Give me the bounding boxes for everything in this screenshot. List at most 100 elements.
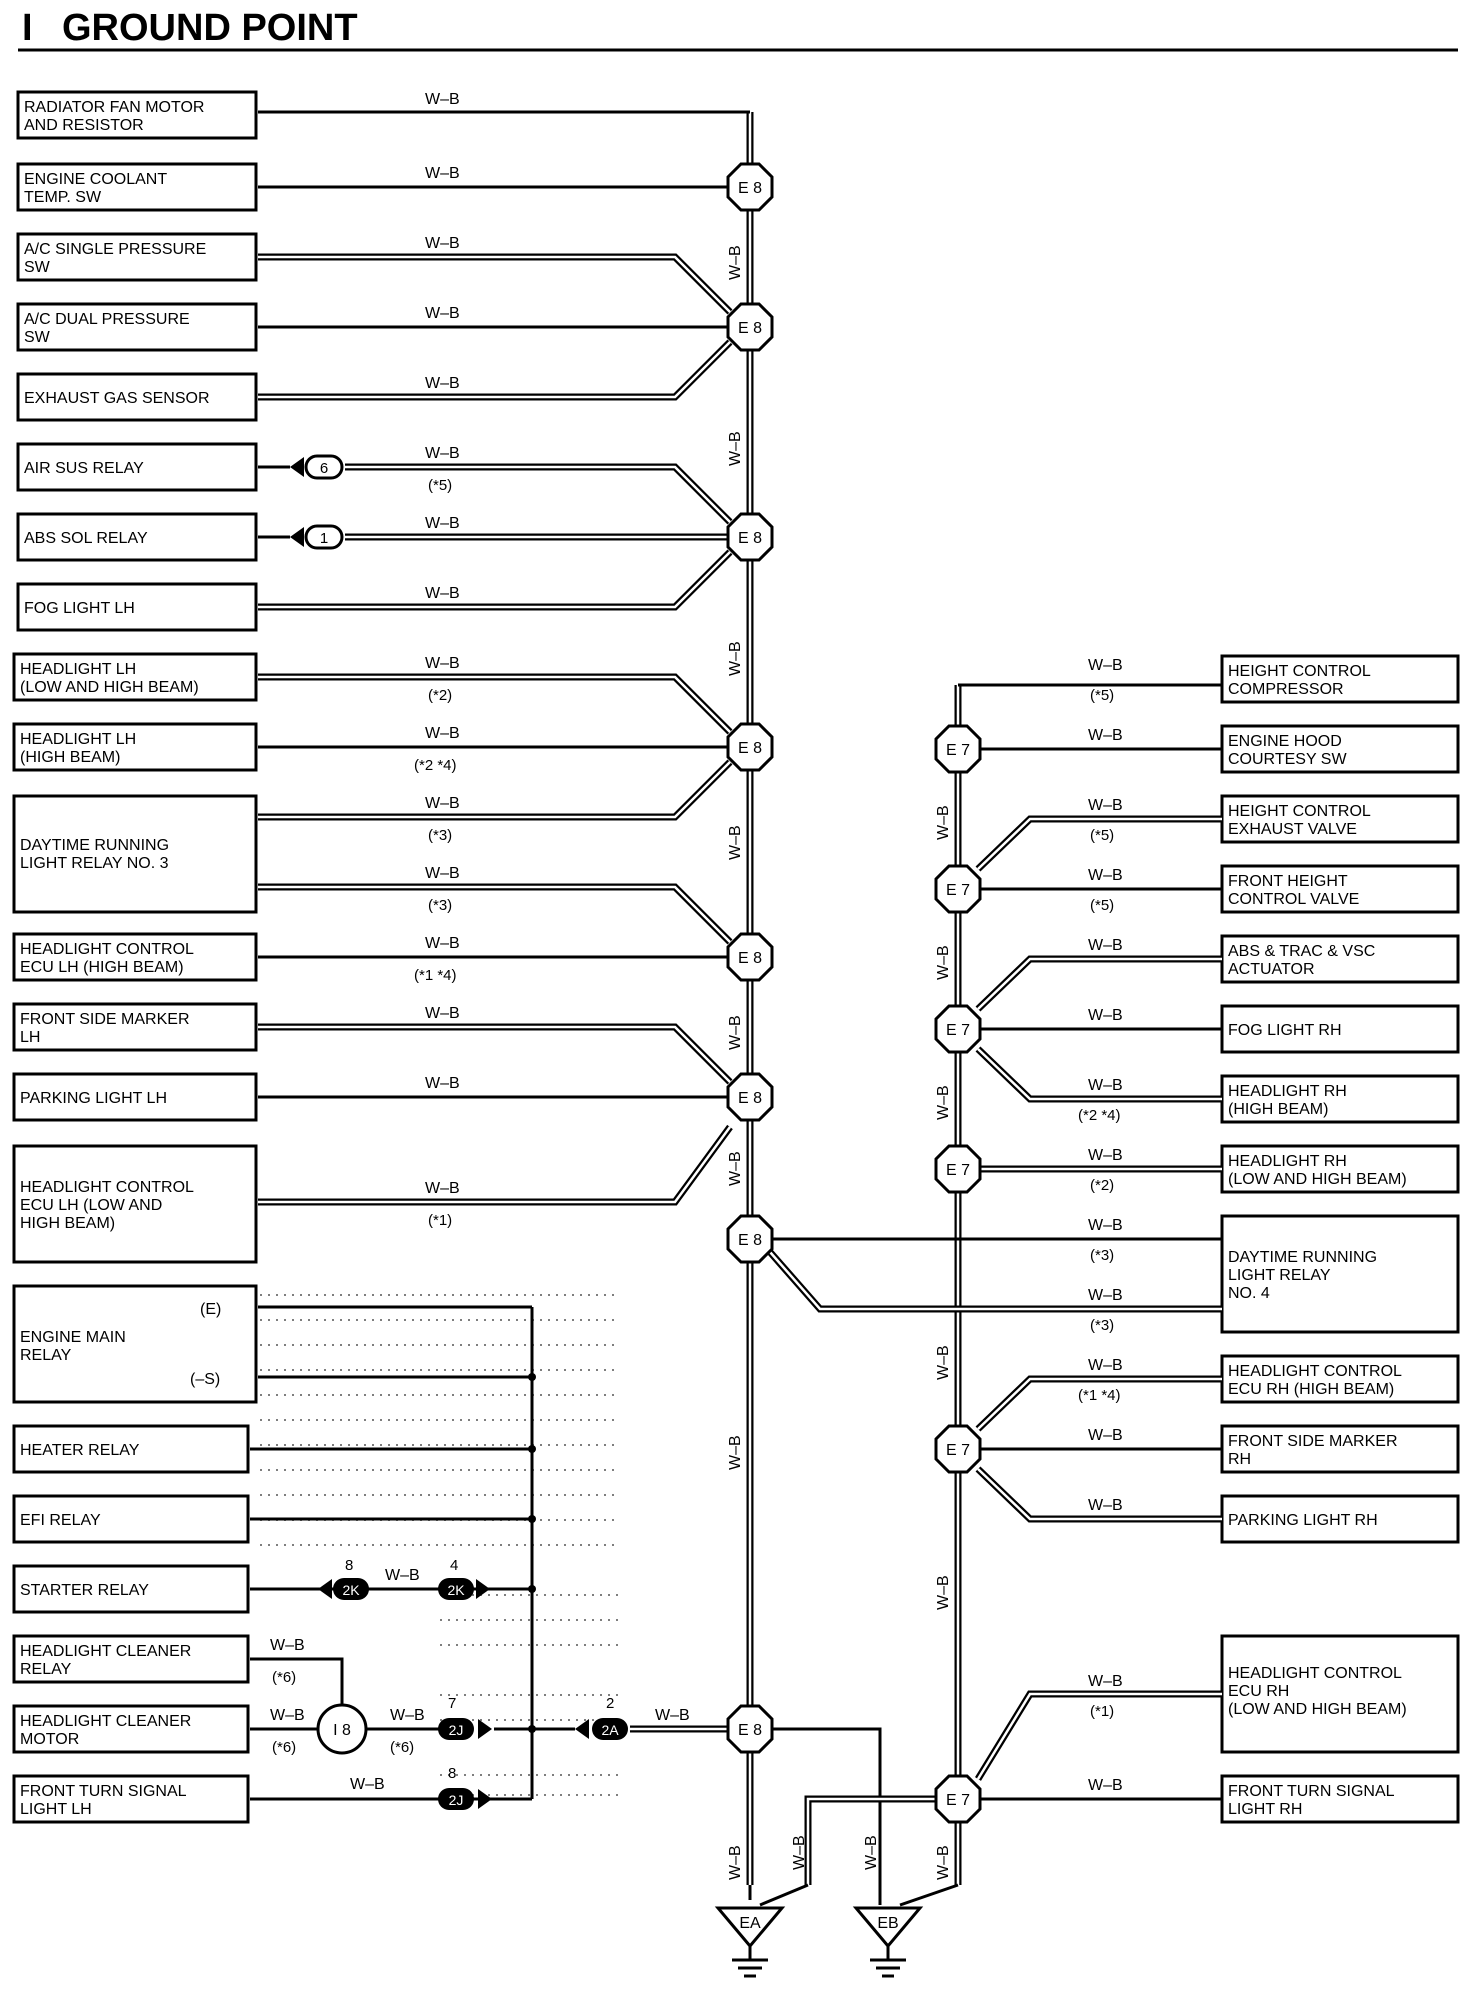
wire-color-label: W–B xyxy=(425,655,460,672)
component-label: ECU LH (LOW AND xyxy=(20,1197,162,1214)
svg-text:1: 1 xyxy=(320,530,328,547)
component-parking-light-lh: PARKING LIGHT LH W–B xyxy=(12,1072,728,1122)
component-label: (LOW AND HIGH BEAM) xyxy=(1228,1701,1407,1718)
wire-color-label: W–B xyxy=(727,825,744,860)
component-label: COURTESY SW xyxy=(1228,751,1347,768)
splice-e7: E 7 xyxy=(934,1004,982,1054)
component-daytime-running-light-relay-no-4: DAYTIME RUNNING LIGHT RELAY NO. 4 W–B (*… xyxy=(767,1214,1460,1334)
component-label: ENGINE COOLANT xyxy=(24,171,167,188)
connector-1: 1 xyxy=(290,524,344,550)
component-exhaust-gas-sensor: EXHAUST GAS SENSOR W–B xyxy=(16,339,733,422)
wire-color-label: W–B xyxy=(425,1075,460,1092)
lower-left-collector: W–B (*6) W–B 7 2 8 xyxy=(366,1307,728,1799)
component-label: ABS SOL RELAY xyxy=(24,530,148,547)
left-ground-bus xyxy=(258,110,754,1885)
wire-color-label: W–B xyxy=(1088,797,1123,814)
component-label: RADIATOR FAN MOTOR xyxy=(24,99,204,116)
component-headlight-lh-high-beam: HEADLIGHT LH (HIGH BEAM) W–B (*2 *4) xyxy=(12,722,728,774)
component-label: EXHAUST GAS SENSOR xyxy=(24,390,210,407)
wire-note: (*6) xyxy=(390,1739,414,1756)
svg-text:E 8: E 8 xyxy=(738,740,762,757)
wire-color-label: W–B xyxy=(727,245,744,280)
wire-color-label: W–B xyxy=(425,1005,460,1022)
component-label: RELAY xyxy=(20,1661,72,1678)
component-label: HEATER RELAY xyxy=(20,1442,140,1459)
wire-color-label: W–B xyxy=(425,445,460,462)
svg-text:E 7: E 7 xyxy=(946,1162,970,1179)
component-headlight-rh-high-beam: HEADLIGHT RH (HIGH BEAM) W–B (*2 *4) xyxy=(975,1046,1460,1124)
wire-color-label: W–B xyxy=(425,935,460,952)
component-label: CONTROL VALVE xyxy=(1228,891,1359,908)
wire-color-label: W–B xyxy=(935,945,952,980)
splice-e8: E 8 xyxy=(726,512,774,562)
component-headlight-control-ecu-lh-high-beam: HEADLIGHT CONTROL ECU LH (HIGH BEAM) W–B… xyxy=(12,932,728,984)
svg-text:E 7: E 7 xyxy=(946,742,970,759)
wire-color-label: W–B xyxy=(425,795,460,812)
component-headlight-control-ecu-lh-low-and-high-beam: HEADLIGHT CONTROL ECU LH (LOW AND HIGH B… xyxy=(12,1124,733,1264)
wire-note: (*1) xyxy=(428,1212,452,1229)
svg-text:2K: 2K xyxy=(342,1582,360,1598)
component-headlight-rh-low-and-high-beam: HEADLIGHT RH (LOW AND HIGH BEAM) W–B (*2… xyxy=(980,1144,1460,1194)
component-label: LIGHT RH xyxy=(1228,1801,1302,1818)
component-label: SW xyxy=(24,329,51,346)
component-label: FOG LIGHT RH xyxy=(1228,1022,1342,1039)
pin-number: 8 xyxy=(345,1557,353,1574)
component-fog-light-lh: FOG LIGHT LH W–B xyxy=(16,549,733,632)
component-label: PARKING LIGHT LH xyxy=(20,1090,167,1107)
splice-e8: E 8 xyxy=(726,302,774,352)
component-label: FRONT TURN SIGNAL xyxy=(20,1783,187,1800)
component-label: TEMP. SW xyxy=(24,189,102,206)
component-label: (LOW AND HIGH BEAM) xyxy=(20,679,199,696)
component-label: HEADLIGHT RH xyxy=(1228,1153,1347,1170)
component-label: NO. 4 xyxy=(1228,1285,1270,1302)
pin-number: 4 xyxy=(450,1557,458,1574)
svg-text:E 8: E 8 xyxy=(738,530,762,547)
component-height-control-exhaust-valve: HEIGHT CONTROL EXHAUST VALVE W–B (*5) xyxy=(975,794,1460,872)
component-label: MOTOR xyxy=(20,1731,79,1748)
splice-e8: E 8 xyxy=(726,162,774,212)
component-headlight-cleaner-motor: HEADLIGHT CLEANER MOTOR W–B (*6) xyxy=(12,1704,318,1756)
wire-color-label: W–B xyxy=(1088,937,1123,954)
wire-note: (*6) xyxy=(272,1669,296,1686)
component-label: FRONT HEIGHT xyxy=(1228,873,1348,890)
pin-label: (–S) xyxy=(190,1371,220,1388)
svg-text:E 8: E 8 xyxy=(738,1232,762,1249)
component-label: SW xyxy=(24,259,51,276)
wire-note: (*2) xyxy=(1090,1177,1114,1194)
wire-note: (*5) xyxy=(1090,827,1114,844)
wire-color-label: W–B xyxy=(1088,1673,1123,1690)
connector-2k-right: 2K xyxy=(438,1578,490,1600)
wire-color-label: W–B xyxy=(1088,1497,1123,1514)
component-ac-dual-pressure-sw: A/C DUAL PRESSURE SW W–B xyxy=(16,302,728,352)
component-label: PARKING LIGHT RH xyxy=(1228,1512,1378,1529)
component-front-side-marker-rh: FRONT SIDE MARKER RH W–B xyxy=(980,1424,1460,1474)
wire-note: (*3) xyxy=(428,897,452,914)
connector-i8: I 8 xyxy=(316,1703,368,1755)
svg-text:6: 6 xyxy=(320,460,328,477)
wire-color-label: W–B xyxy=(727,431,744,466)
page-title: GROUND POINT xyxy=(62,7,358,49)
faded-region xyxy=(260,1294,620,1796)
wire-color-label: W–B xyxy=(1088,1287,1123,1304)
ground-runs: W–B W–B xyxy=(748,1727,959,1907)
component-label: HEIGHT CONTROL xyxy=(1228,803,1371,820)
wire-color-label: W–B xyxy=(1088,1427,1123,1444)
wire-color-label: W–B xyxy=(390,1707,425,1724)
splice-e7: E 7 xyxy=(934,724,982,774)
component-daytime-running-light-relay-no-3: DAYTIME RUNNING LIGHT RELAY NO. 3 W–B (*… xyxy=(12,759,733,945)
wire-color-label: W–B xyxy=(1088,1147,1123,1164)
wire-color-label: W–B xyxy=(727,641,744,676)
wire-color-label: W–B xyxy=(425,1180,460,1197)
component-headlight-cleaner-relay: HEADLIGHT CLEANER RELAY W–B (*6) xyxy=(12,1634,344,1706)
wire-color-label: W–B xyxy=(425,585,460,602)
component-label: A/C DUAL PRESSURE xyxy=(24,311,190,328)
component-label: LIGHT RELAY xyxy=(1228,1267,1331,1284)
wire-color-label: W–B xyxy=(1088,867,1123,884)
svg-text:E 7: E 7 xyxy=(946,1792,970,1809)
component-label: HEADLIGHT CONTROL xyxy=(1228,1363,1402,1380)
wire-color-label: W–B xyxy=(935,1845,952,1880)
svg-text:2A: 2A xyxy=(601,1722,619,1738)
component-label: HEADLIGHT LH xyxy=(20,661,136,678)
component-label: RH xyxy=(1228,1451,1251,1468)
wire-color-label: W–B xyxy=(425,235,460,252)
